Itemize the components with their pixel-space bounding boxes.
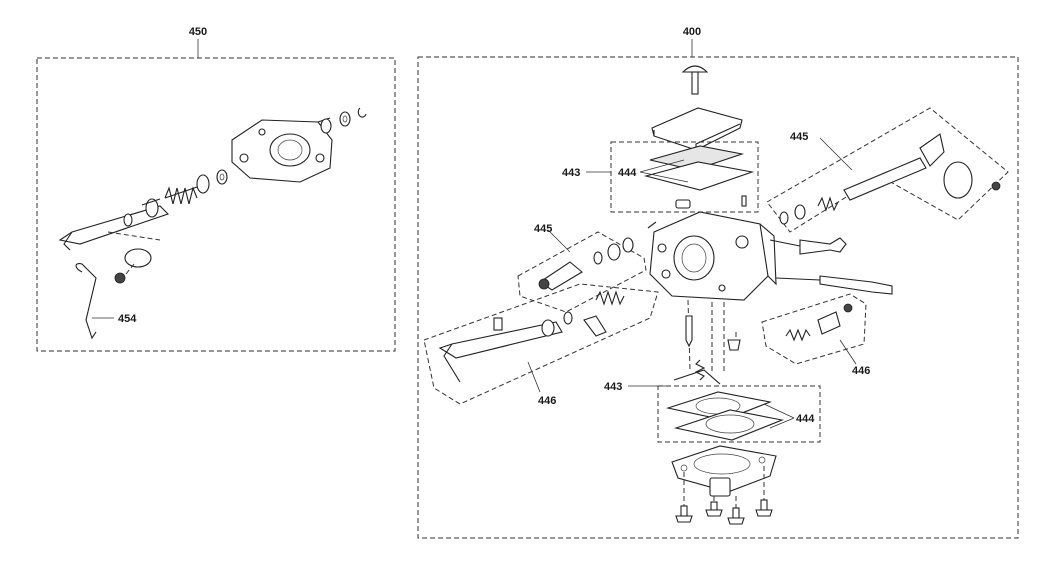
label-400[interactable]: 400 [683,26,701,38]
choke-shaft-right [779,133,1001,225]
assembly-400-frame [417,56,1019,539]
label-443-top[interactable]: 443 [562,167,580,179]
throttle-shaft-left [438,290,625,383]
bushing-450 [196,174,210,194]
spring-450 [164,185,201,205]
label-450[interactable]: 450 [189,26,207,38]
label-445-right[interactable]: 445 [790,131,808,143]
label-444-bottom[interactable]: 444 [796,413,815,425]
bottom-cover [671,445,777,497]
kit-445-left-frame [517,231,647,313]
label-446-right[interactable]: 446 [852,365,870,377]
label-445-left[interactable]: 445 [534,223,552,235]
bottom-screw-3 [727,507,745,525]
assembly-450-frame [36,57,396,352]
lever-spring-right [785,303,853,342]
kit-443-top-frame [610,141,759,213]
pump-cover [651,107,743,151]
cover-screw [681,65,709,95]
bottom-screw-4 [755,499,773,517]
label-443-bottom[interactable]: 443 [604,381,622,393]
housing-450 [231,117,333,183]
circlip-450 [357,107,367,118]
carburetor-body [647,195,777,301]
assembly-450: 450 [36,26,396,352]
kit-446-right-frame [761,293,867,365]
adjust-screw-lower [775,275,893,295]
inlet-needle [685,315,693,348]
choke-shaft-left [538,237,634,291]
adjust-screw-upper [769,237,847,255]
throttle-plate-450 [124,248,152,268]
throttle-shaft-450 [58,198,170,251]
label-444-top[interactable]: 444 [618,167,637,179]
kit-443-bottom-frame [657,385,821,443]
label-446-left[interactable]: 446 [538,395,556,407]
bottom-screw-1 [675,505,693,523]
kit-445-right-frame [766,107,1009,233]
screw-450 [114,272,126,284]
bottom-screw-2 [705,501,723,517]
label-454[interactable]: 454 [118,313,137,325]
assembly-400: 400 443 444 [417,26,1019,539]
link-rod-454 [75,263,97,340]
